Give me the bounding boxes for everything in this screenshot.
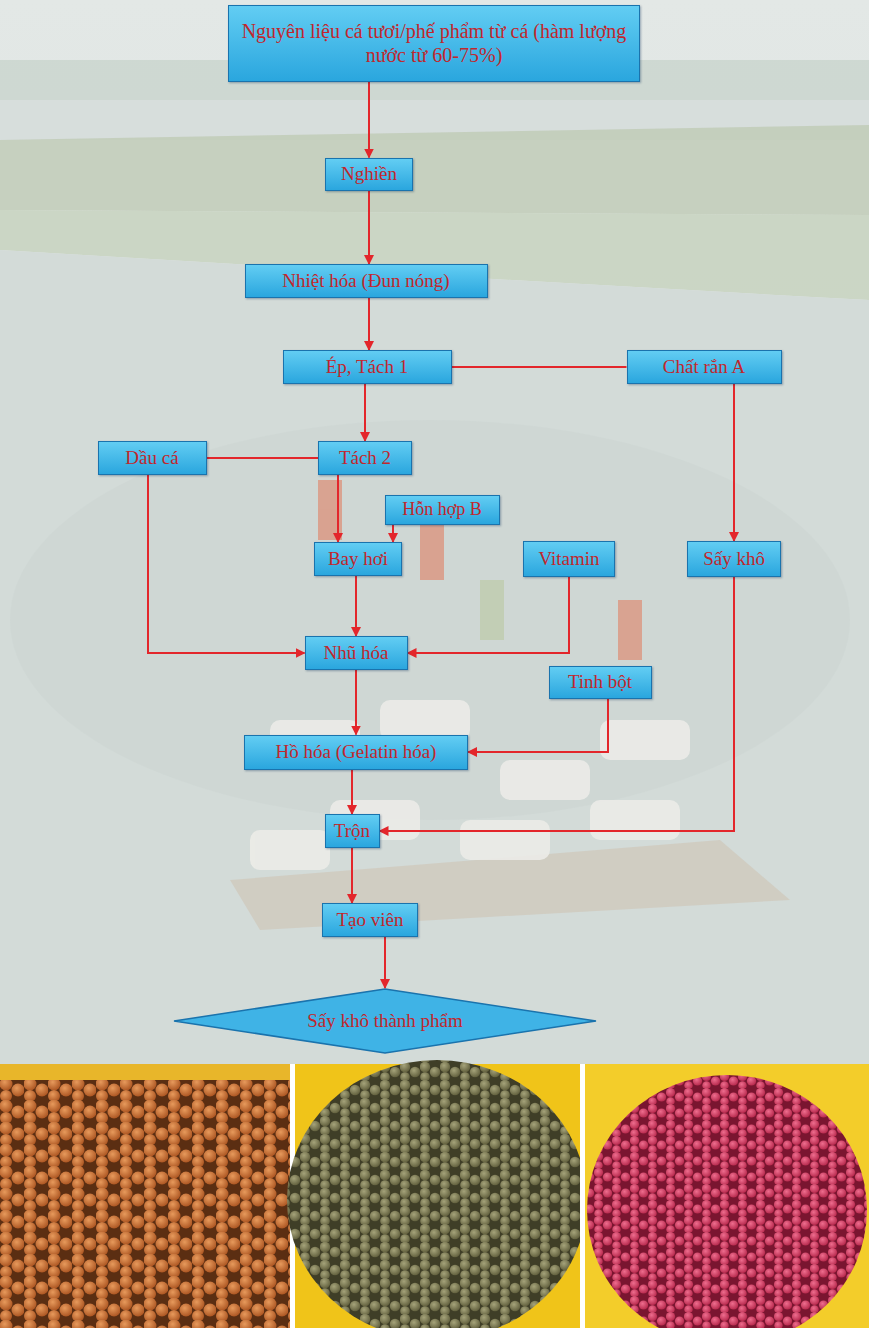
process-box: Tạo viên xyxy=(322,903,418,937)
flow-arrow xyxy=(351,848,353,903)
process-box: Sấy khô xyxy=(687,541,781,577)
process-box: Bay hơi xyxy=(314,542,402,576)
process-box: Chất rắn A xyxy=(627,350,782,384)
process-box: Tách 2 xyxy=(318,441,412,475)
node-text: Nghiền xyxy=(341,163,397,186)
flow-arrow xyxy=(408,577,570,653)
flow-arrow xyxy=(733,384,735,541)
process-box: Tinh bột xyxy=(549,666,652,699)
node-text: Nguyên liệu cá tươi/phế phẩm từ cá (hàm … xyxy=(239,19,629,67)
flow-arrow xyxy=(368,298,370,350)
node-text: Hồ hóa (Gelatin hóa) xyxy=(276,741,437,764)
flow-arrow xyxy=(368,191,370,265)
process-box: Hồ hóa (Gelatin hóa) xyxy=(244,735,468,770)
node-text: Chất rắn A xyxy=(663,356,745,379)
node-text: Trộn xyxy=(334,820,370,843)
flow-arrow xyxy=(207,457,319,459)
decision-diamond: Sấy khô thành phẩm xyxy=(173,988,597,1054)
process-box: Nhiệt hóa (Đun nóng) xyxy=(245,264,488,298)
node-text: Vitamin xyxy=(538,548,599,571)
flow-arrow xyxy=(468,699,608,753)
flow-arrow xyxy=(364,384,366,441)
flow-arrow xyxy=(337,475,339,542)
node-text: Tinh bột xyxy=(568,671,632,694)
node-text: Hỗn hợp B xyxy=(402,499,482,521)
flow-arrow xyxy=(384,937,386,988)
node-text: Ép, Tách 1 xyxy=(326,356,409,379)
process-box: Hỗn hợp B xyxy=(385,495,500,525)
process-box: Dầu cá xyxy=(98,441,207,475)
node-text: Nhũ hóa xyxy=(324,642,389,665)
node-text: Sấy khô thành phẩm xyxy=(307,1010,463,1033)
flow-arrow xyxy=(355,576,357,636)
node-text: Tạo viên xyxy=(336,909,403,932)
process-box: Nguyên liệu cá tươi/phế phẩm từ cá (hàm … xyxy=(228,5,640,82)
process-box: Ép, Tách 1 xyxy=(283,350,452,384)
flow-arrow xyxy=(351,770,353,815)
node-text: Dầu cá xyxy=(125,447,178,470)
node-text: Sấy khô xyxy=(703,548,765,571)
process-box: Nhũ hóa xyxy=(305,636,408,670)
flow-arrow xyxy=(368,82,370,158)
node-text: Bay hơi xyxy=(328,548,388,571)
process-box: Nghiền xyxy=(325,158,413,191)
flow-arrow xyxy=(452,366,627,368)
flow-arrow xyxy=(355,670,357,735)
process-box: Vitamin xyxy=(523,541,615,577)
node-text: Tách 2 xyxy=(339,447,391,470)
flow-arrow xyxy=(392,525,394,542)
process-box: Trộn xyxy=(325,814,380,848)
flow-arrow xyxy=(380,577,735,831)
flow-arrow xyxy=(148,475,305,653)
node-text: Nhiệt hóa (Đun nóng) xyxy=(282,270,449,293)
